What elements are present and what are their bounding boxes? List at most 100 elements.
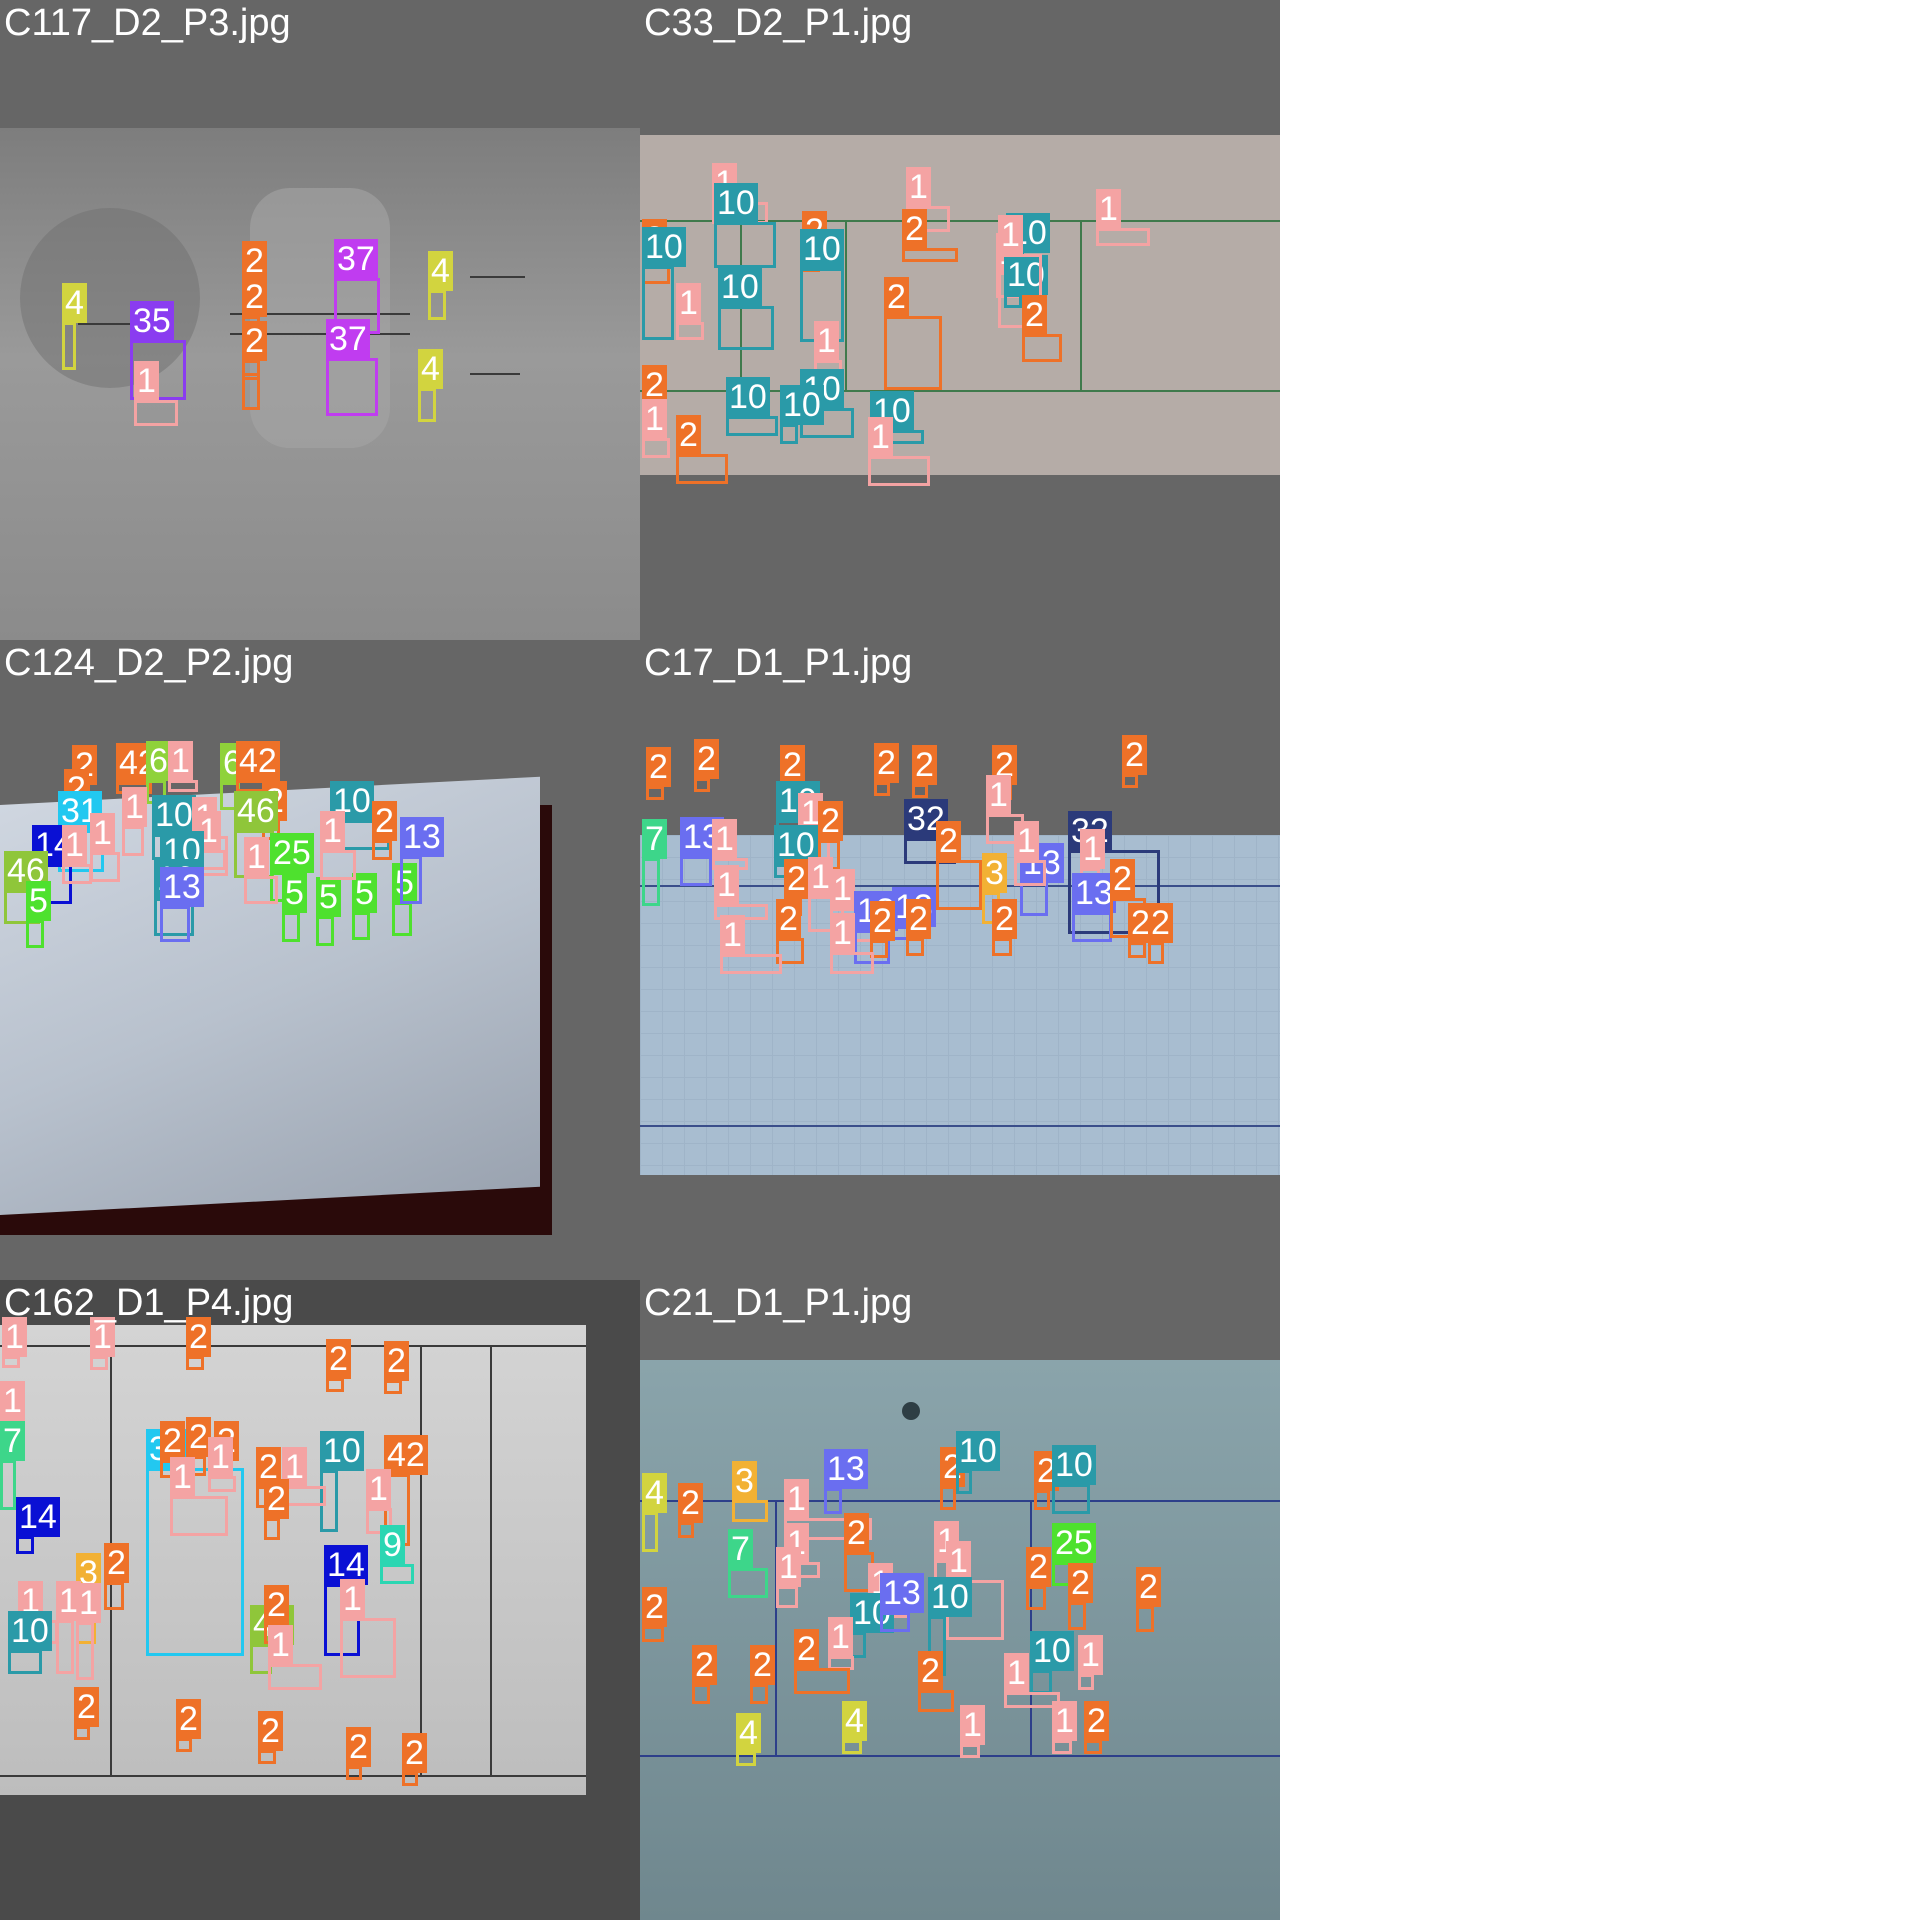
detection-class-label: 1 — [90, 1317, 115, 1357]
detection-box: 1 — [62, 825, 92, 884]
detection-class-label: 2 — [176, 1699, 201, 1739]
tile-filename: C124_D2_P2.jpg — [4, 642, 294, 684]
detection-box: 10 — [152, 795, 196, 860]
detection-class-label: 2 — [74, 1687, 99, 1727]
detection-class-label: 2 — [678, 1483, 703, 1523]
detection-class-label: 10 — [956, 1431, 1000, 1471]
mosaic-tile: C33_D2_P1.jpg 11021011021011021011021012… — [640, 0, 1280, 640]
detection-box: 1 — [170, 1457, 228, 1536]
detection-box: 2 — [160, 1421, 185, 1478]
detection-box: 13 — [680, 817, 724, 886]
detection-box: 1 — [784, 1479, 872, 1540]
detection-class-label: 2 — [784, 859, 809, 899]
detection-box: 2 — [936, 821, 982, 910]
detection-box: 4 — [842, 1701, 867, 1754]
detection-class-label: 13 — [880, 1573, 924, 1613]
detection-box: 10 — [320, 1431, 364, 1532]
detection-box: 10 — [1052, 1445, 1096, 1514]
detection-class-label: 2 — [692, 1645, 717, 1685]
detection-class-label: 2 — [1068, 1563, 1093, 1603]
detection-box: 2 — [384, 1341, 409, 1394]
detection-class-label: 1 — [90, 813, 115, 853]
detection-box: 1 — [76, 1583, 101, 1680]
detection-box: 2 — [784, 859, 809, 916]
detection-class-label: 1 — [906, 167, 931, 207]
detection-box: 2 — [1068, 1563, 1093, 1630]
detection-class-label: 2 — [258, 1711, 283, 1751]
detection-box: 2 — [692, 1645, 717, 1704]
detection-class-label: 10 — [928, 1577, 972, 1617]
detection-box: 2 — [906, 899, 931, 956]
detection-box: 46 — [4, 851, 48, 924]
detection-box: 1 — [2, 1317, 27, 1368]
detection-box: 2 — [776, 899, 804, 964]
detection-class-label: 13 — [400, 817, 444, 857]
detection-box: 1 — [168, 741, 198, 792]
detection-box: 14 — [16, 1497, 60, 1554]
detection-class-label: 1 — [814, 321, 839, 361]
detection-box: 5 — [282, 873, 307, 942]
detection-class-label: 14 — [16, 1497, 60, 1537]
detection-class-label: 14 — [324, 1545, 368, 1585]
detection-class-label: 1 — [784, 1479, 809, 1519]
detection-box: 10 — [800, 229, 844, 342]
detection-class-label: 10 — [320, 1431, 364, 1471]
detection-class-label: 5 — [282, 873, 307, 913]
detection-box: 1 — [1004, 1653, 1060, 1708]
detection-box: 2 — [676, 415, 728, 484]
detection-class-label: 1 — [134, 361, 159, 401]
detection-class-label: 1 — [986, 775, 1011, 815]
detection-box: 2 — [1022, 295, 1062, 362]
detection-box: 2 — [874, 743, 899, 796]
detection-box: 37 — [326, 319, 378, 416]
detection-box: 25 — [1052, 1523, 1096, 1586]
detection-box: 2 — [794, 1629, 850, 1694]
detection-class-label: 2 — [1148, 903, 1173, 943]
detection-class-label: 1 — [282, 1447, 307, 1487]
detection-class-label: 5 — [352, 873, 377, 913]
detection-box: 46 — [234, 791, 278, 878]
detection-box: 10 — [642, 227, 686, 340]
detection-box: 13 — [824, 1449, 868, 1514]
detection-box: 2 — [1122, 735, 1147, 788]
detection-class-label: 1 — [2, 1317, 27, 1357]
mosaic-tile: C124_D2_P2.jpg 2426164222311101461101014… — [0, 640, 640, 1280]
detection-box: 13 — [880, 1573, 924, 1632]
detection-box: 10 — [956, 1431, 1000, 1494]
detection-class-label: 2 — [906, 899, 931, 939]
detection-class-label: 1 — [340, 1579, 365, 1619]
detection-class-label: 4 — [736, 1713, 761, 1753]
detection-class-label: 1 — [0, 1381, 25, 1421]
tile-photo — [640, 835, 1280, 1175]
detection-class-label: 2 — [818, 801, 843, 841]
detection-box: 2 — [1148, 903, 1173, 964]
detection-box: 1 — [268, 1625, 322, 1690]
detection-class-label: 7 — [728, 1529, 753, 1569]
detection-box: 2 — [176, 1699, 201, 1752]
detection-class-label: 1 — [830, 869, 855, 909]
detection-box: 2 — [750, 1645, 775, 1704]
detection-box: 2 — [264, 1479, 289, 1540]
detection-class-label: 1 — [208, 1437, 233, 1477]
detection-class-label: 2 — [402, 1733, 427, 1773]
detection-class-label: 2 — [642, 1587, 667, 1627]
detection-class-label: 13 — [1020, 843, 1064, 883]
detection-class-label: 46 — [4, 851, 48, 891]
detection-class-label: 35 — [130, 301, 174, 341]
detection-box: 1 — [90, 1317, 115, 1370]
detection-class-label: 1 — [642, 399, 667, 439]
detection-box: 1 — [90, 813, 120, 882]
tile-filename: C162_D1_P4.jpg — [4, 1282, 294, 1324]
detection-class-label: 25 — [1052, 1523, 1096, 1563]
detection-box: 1 — [828, 1617, 854, 1670]
detection-box: 2 — [902, 209, 958, 262]
detection-box: 2 — [1084, 1701, 1109, 1754]
detection-class-label: 1 — [320, 811, 345, 851]
detection-class-label: 1 — [712, 819, 737, 859]
detection-box: 1 — [1078, 1635, 1103, 1690]
detection-box: 2 — [372, 801, 397, 860]
detection-class-label: 2 — [992, 899, 1017, 939]
detection-class-label: 1 — [1078, 1635, 1103, 1675]
detection-box: 1 — [1014, 821, 1046, 886]
